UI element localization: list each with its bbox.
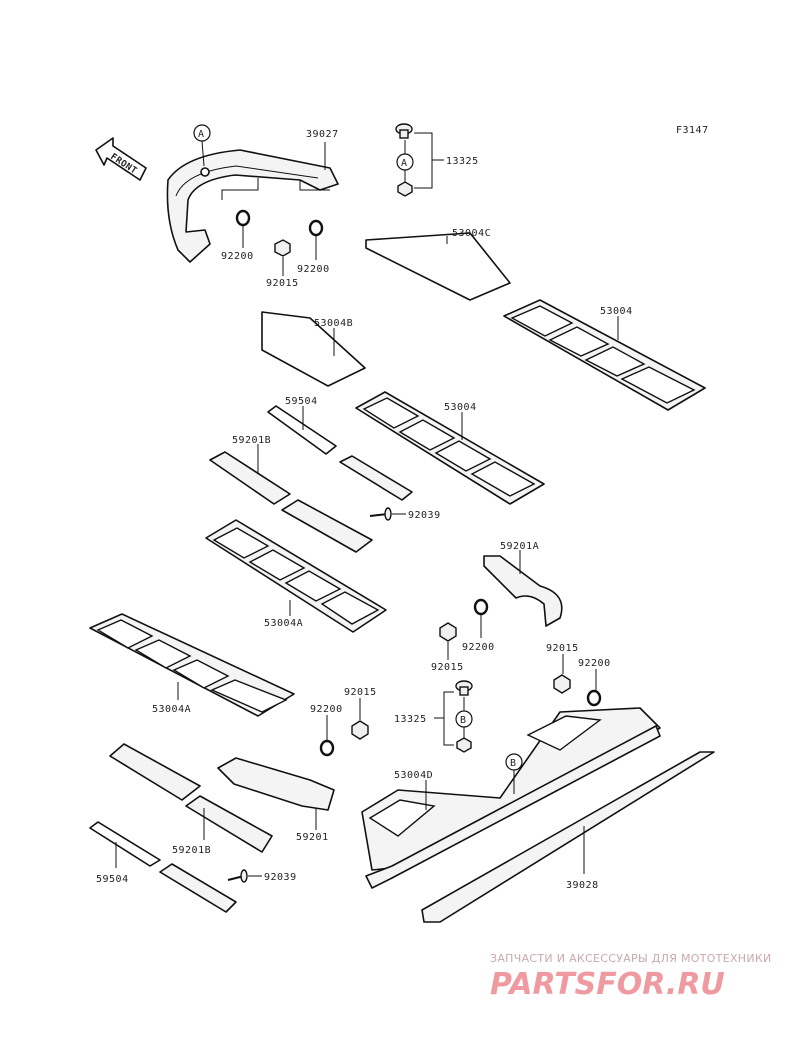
label-92015-a: 92015 <box>266 278 299 289</box>
label-92015-c: 92015 <box>546 643 579 654</box>
bolt-13325-top: A <box>395 123 444 197</box>
trim-59201b-bottom-b <box>185 795 273 853</box>
label-53004b: 53004B <box>314 318 353 329</box>
pad-53004c <box>365 232 511 301</box>
washer-92200-d <box>586 689 602 707</box>
label-59201b-bottom: 59201B <box>172 845 211 856</box>
label-92015-b: 92015 <box>431 662 464 673</box>
watermark-brand: PARTSFOR.RU <box>490 967 725 1002</box>
rivet-92039-top <box>369 507 406 521</box>
label-92039-top: 92039 <box>408 510 441 521</box>
washer-92200-b <box>308 219 324 237</box>
strip-59504-seg-bottom <box>159 863 237 913</box>
label-13325-top: 13325 <box>446 156 479 167</box>
handle-59201 <box>217 757 335 811</box>
label-59504-top: 59504 <box>285 396 318 407</box>
label-92200-a: 92200 <box>221 251 254 262</box>
washer-92200-e <box>319 739 335 757</box>
strip-59504-top <box>267 405 337 455</box>
strip-59504-seg <box>339 455 413 501</box>
nut-92015-b <box>439 622 457 642</box>
label-13325-bottom: 13325 <box>394 714 427 725</box>
pad-53004b <box>261 311 366 387</box>
nut-92015-d <box>351 720 369 740</box>
callout-b-label: B <box>460 715 467 726</box>
trim-59201b-top <box>209 451 291 505</box>
trim-59201b-seg <box>281 499 373 553</box>
label-53004-b: 53004 <box>444 402 477 413</box>
label-59504-bottom: 59504 <box>96 874 129 885</box>
label-53004a-bottom: 53004A <box>152 704 191 715</box>
figure-code: F3147 <box>676 125 709 136</box>
label-92200-d: 92200 <box>578 658 611 669</box>
label-39027: 39027 <box>306 129 339 140</box>
strip-59504-bottom <box>89 821 161 867</box>
callout-a-label-2: A <box>401 158 408 169</box>
label-59201a: 59201A <box>500 541 539 552</box>
label-53004a-top: 53004A <box>264 618 303 629</box>
trim-59201b-bottom-a <box>109 743 201 801</box>
handle-39027 <box>166 149 339 263</box>
mat-53004-a <box>503 299 706 411</box>
washer-92200-a <box>235 209 251 227</box>
label-59201: 59201 <box>296 832 329 843</box>
nut-92015-a <box>274 239 291 257</box>
mat-53004a-top <box>205 519 387 633</box>
callout-b-label-2: B <box>510 758 517 769</box>
label-59201b-top: 59201B <box>232 435 271 446</box>
label-53004-a: 53004 <box>600 306 633 317</box>
watermark-tagline: ЗАПЧАСТИ И АКСЕССУАРЫ ДЛЯ МОТОТЕХНИКИ <box>490 952 772 965</box>
mat-53004a-bottom <box>89 613 295 717</box>
callout-a-top: A <box>193 124 211 167</box>
bracket-59201a <box>483 555 563 627</box>
front-arrow-icon: FRONT <box>95 137 147 181</box>
label-92015-d: 92015 <box>344 687 377 698</box>
label-39028: 39028 <box>566 880 599 891</box>
label-92200-c: 92200 <box>462 642 495 653</box>
nut-92015-c <box>553 674 571 694</box>
bumper-53004d <box>361 707 661 889</box>
washer-92200-c <box>473 598 489 616</box>
label-92039-bottom: 92039 <box>264 872 297 883</box>
rail-39028 <box>421 751 715 923</box>
label-92200-b: 92200 <box>297 264 330 275</box>
label-53004c: 53004C <box>452 228 491 239</box>
rivet-92039-bottom <box>227 869 262 883</box>
bolt-13325-bottom: B <box>434 680 473 753</box>
watermark-logo: ЗАПЧАСТИ И АКСЕССУАРЫ ДЛЯ МОТОТЕХНИКИ PA… <box>490 952 772 1002</box>
mat-53004-b <box>355 391 545 505</box>
callout-a-label: A <box>198 129 205 140</box>
label-92200-e: 92200 <box>310 704 343 715</box>
label-53004d: 53004D <box>394 770 433 781</box>
